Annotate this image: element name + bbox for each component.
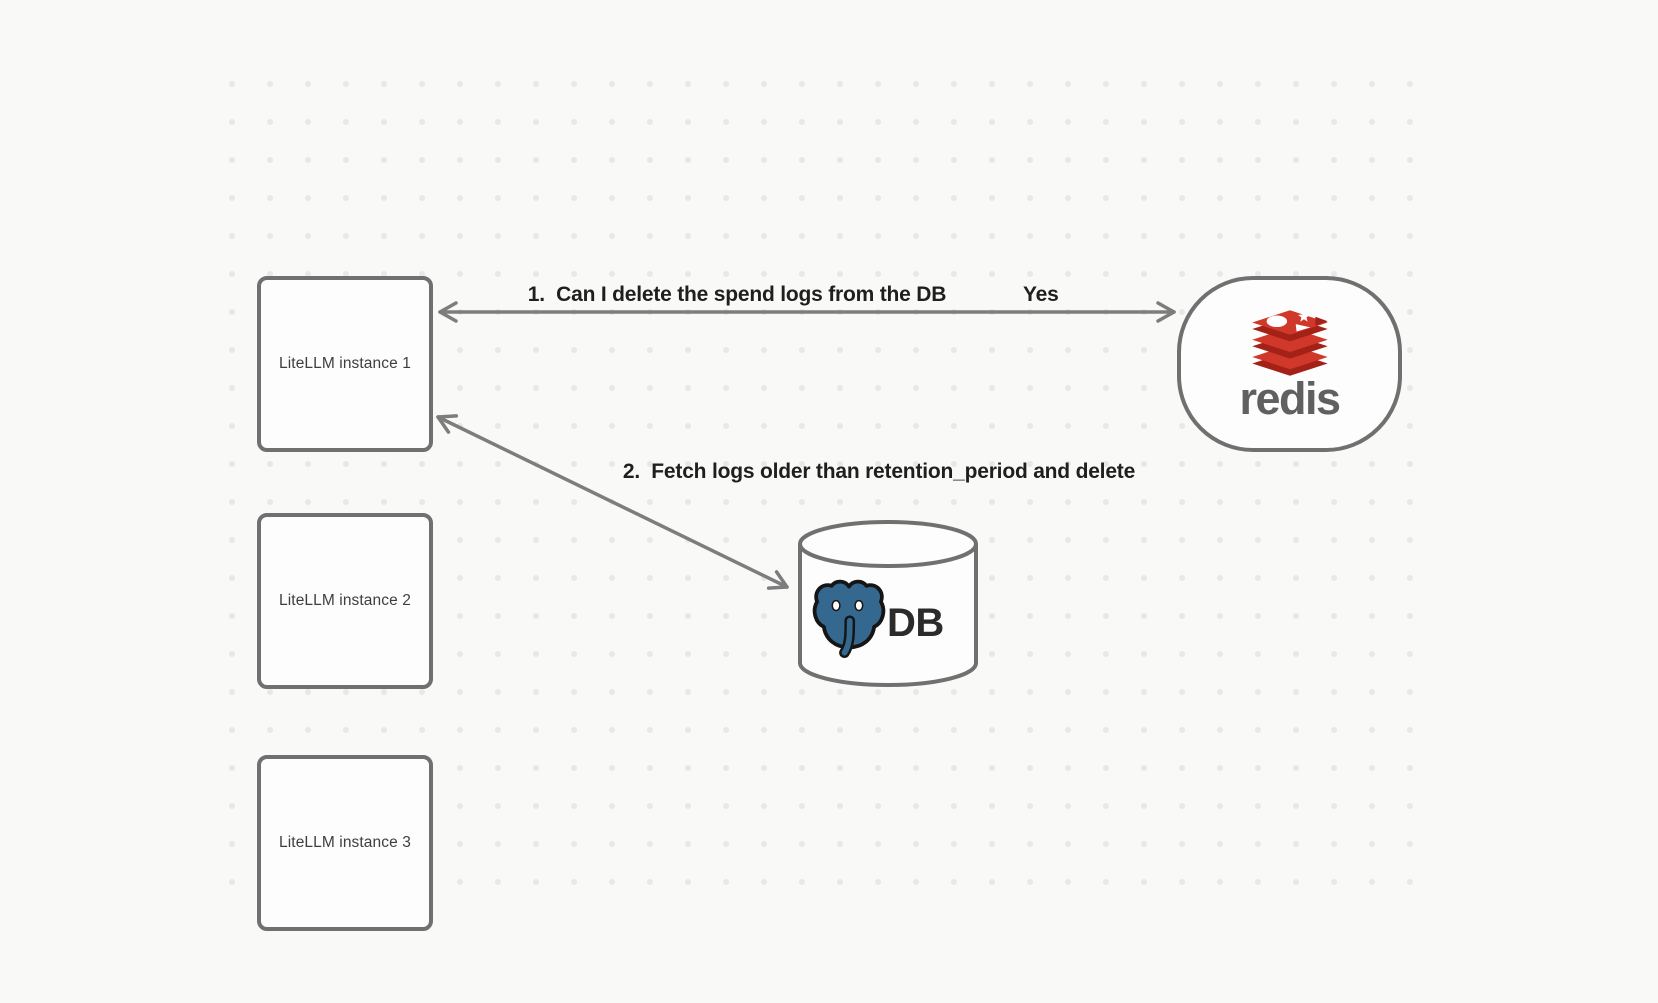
redis-circle-shape xyxy=(1266,315,1287,328)
node-litellm-instance-1[interactable]: LiteLLM instance 1 xyxy=(257,276,433,452)
elephant-left-eye xyxy=(831,599,841,612)
edge2-label[interactable]: 2. Fetch logs older than retention_perio… xyxy=(622,460,1136,483)
edge1-response-label[interactable]: Yes xyxy=(1023,283,1059,306)
node-litellm-instance-2[interactable]: LiteLLM instance 2 xyxy=(257,513,433,689)
postgresql-elephant-icon xyxy=(812,579,886,659)
redis-dark-triangle-shape xyxy=(1314,316,1328,326)
redis-triangle-shape xyxy=(1295,324,1310,332)
db-label: DB xyxy=(887,601,944,645)
node-postgres-db[interactable]: DB xyxy=(798,520,978,687)
node-redis[interactable]: redis xyxy=(1177,276,1402,452)
redis-logo-icon xyxy=(1251,310,1328,376)
node-litellm-instance-3[interactable]: LiteLLM instance 3 xyxy=(257,755,433,931)
redis-disc xyxy=(1251,310,1328,335)
elephant-trunk xyxy=(841,617,853,656)
elephant-right-eye xyxy=(854,599,864,612)
db-cylinder-top xyxy=(798,520,978,568)
redis-star-shape xyxy=(1297,310,1310,322)
node-litellm-instance-3-label: LiteLLM instance 3 xyxy=(279,834,411,851)
redis-wordmark: redis xyxy=(1239,373,1341,424)
node-litellm-instance-2-label: LiteLLM instance 2 xyxy=(279,592,411,609)
edge1-label[interactable]: 1. Can I delete the spend logs from the … xyxy=(527,283,947,306)
node-litellm-instance-1-label: LiteLLM instance 1 xyxy=(279,355,411,372)
